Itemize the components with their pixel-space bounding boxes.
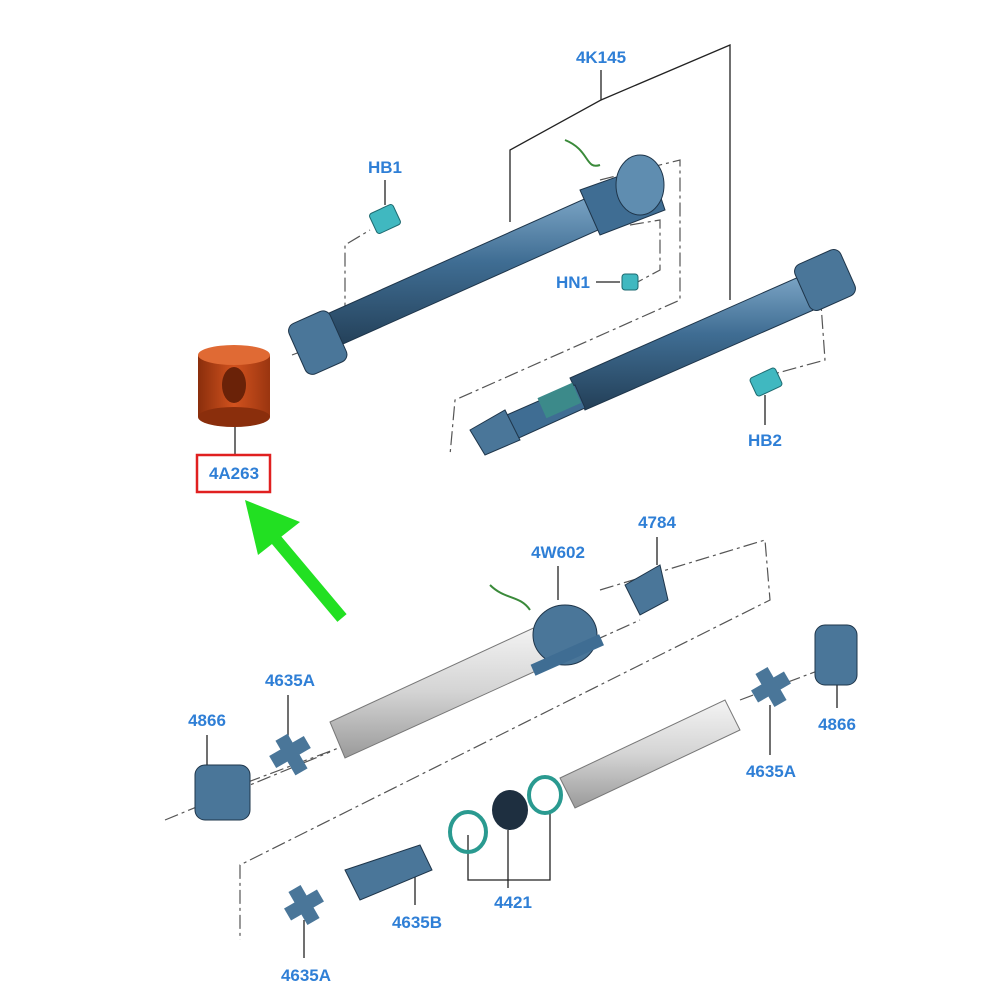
hardware: [369, 204, 783, 397]
bolt-hb1: [369, 204, 401, 234]
label-4866-left: 4866: [188, 711, 226, 730]
label-4635b: 4635B: [392, 913, 442, 932]
label-hb2: HB2: [748, 431, 782, 450]
bolt-hb2: [749, 367, 783, 397]
bracket-4784: [624, 564, 669, 616]
flanges-ujoints: [194, 624, 858, 925]
label-4k145: 4K145: [576, 48, 626, 67]
label-4w602: 4W602: [531, 543, 585, 562]
label-4866-right: 4866: [818, 715, 856, 734]
damper-4a263: [198, 345, 270, 427]
leader-lines: [206, 44, 838, 958]
label-hb1: HB1: [368, 158, 402, 177]
highlight-box: [195, 453, 272, 494]
driveshaft-lower: [329, 564, 741, 901]
driveshaft-front: [288, 139, 666, 375]
nut-hn1: [621, 273, 639, 291]
label-4a263: 4A263: [209, 464, 259, 483]
green-arrow-icon: [245, 500, 347, 622]
label-4635a-upper: 4635A: [265, 671, 315, 690]
label-4421: 4421: [494, 893, 532, 912]
label-4784: 4784: [638, 513, 676, 532]
driveshaft-rear: [469, 249, 856, 456]
label-4635a-bottom: 4635A: [281, 966, 331, 985]
label-hn1: HN1: [556, 273, 590, 292]
yoke-4635b: [344, 844, 433, 901]
label-4635a-right: 4635A: [746, 762, 796, 781]
part-labels: 4K145 HB1 HN1 HB2 4A263 4784 4W602 4635A…: [188, 48, 856, 985]
slip-joint: [492, 790, 528, 830]
